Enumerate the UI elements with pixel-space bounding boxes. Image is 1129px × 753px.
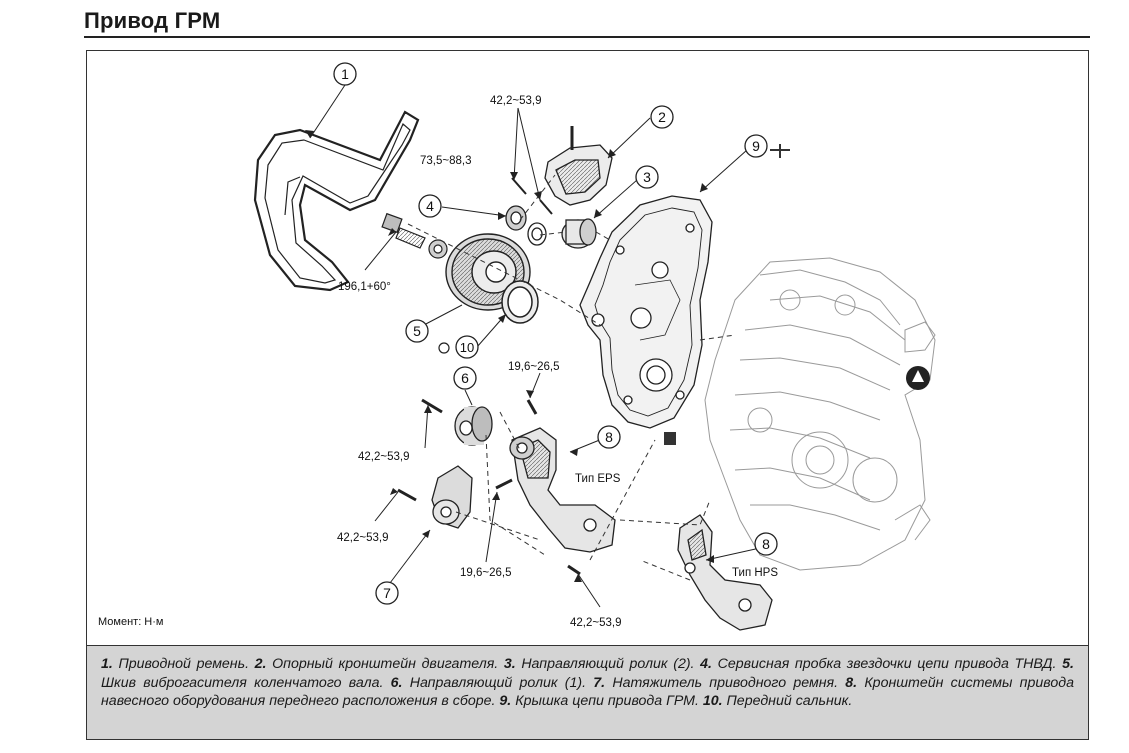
small-o-ring (438, 342, 450, 354)
torque-73: 73,5~88,3 (420, 155, 471, 167)
timing-chain-cover (579, 195, 713, 429)
legend-item-6: 6. Направляющий ролик (1). (390, 674, 587, 691)
torque-196: 196,1+60° (338, 281, 391, 293)
belt-tensioner (431, 465, 473, 529)
cover-connector (664, 432, 676, 445)
crank-washer (428, 239, 448, 259)
callout-6-label: 6 (461, 370, 469, 386)
engine-marker (906, 366, 930, 390)
callout-10 (455, 335, 479, 359)
callout-4 (418, 194, 442, 218)
callout-10-label: 10 (460, 340, 474, 355)
legend-caption: 1. Приводной ремень. 2. Опорный кронштей… (86, 646, 1089, 740)
callout-5-label: 5 (413, 323, 421, 339)
tensioner-bolt (397, 488, 417, 502)
legend-item-7: 7. Натяжитель приводного ремня. (593, 674, 839, 691)
torque-19-top: 19,6~26,5 (508, 361, 559, 373)
idler-pulley-1 (454, 406, 493, 446)
callouts (333, 62, 778, 605)
moment-unit-note: Момент: Н·м (98, 616, 163, 628)
legend-item-2: 2. Опорный кронштейн двигателя. (254, 656, 499, 672)
title-underline (84, 36, 1090, 38)
torque-mid: 42,2~53,9 (358, 451, 409, 463)
torque-labels: 42,2~53,9 73,5~88,3 196,1+60° 19,6~26,5 … (337, 95, 621, 629)
torque-low: 42,2~53,9 (337, 532, 388, 544)
callout-5 (405, 319, 429, 343)
hps-bracket (677, 514, 773, 631)
callout-1-label: 1 (341, 66, 349, 82)
legend-item-1: 1. Приводной ремень. (101, 656, 250, 672)
legend-item-3: 3. Направляющий ролик (2). (503, 656, 695, 672)
callout-3 (635, 165, 659, 189)
callout-3-label: 3 (643, 169, 651, 185)
idler-pulley-2 (561, 218, 597, 249)
bracket-bolts (511, 177, 553, 215)
hps-type-label: Тип HPS (732, 567, 778, 579)
callout-7 (375, 581, 399, 605)
torque-19-bottom: 19,6~26,5 (460, 567, 511, 579)
cover-pin (770, 144, 790, 158)
engine-bracket (544, 126, 613, 206)
leader-arrowheads (305, 130, 714, 582)
callout-8a (597, 425, 621, 449)
eps-bolt-left (495, 478, 513, 490)
legend-item-5: 5. Шкив виброгасителя коленчатого вала. (101, 656, 1074, 691)
eps-bolt-top (526, 399, 538, 415)
callout-1 (333, 62, 357, 86)
torque-top: 42,2~53,9 (490, 95, 541, 107)
callout-8b (754, 532, 778, 556)
callout-labels: 1 2 3 4 5 6 7 8 8 9 10 (341, 66, 770, 601)
callout-7-label: 7 (383, 585, 391, 601)
torque-bottom: 42,2~53,9 (570, 617, 621, 629)
callout-4-label: 4 (426, 198, 434, 214)
bottom-bolt (567, 564, 581, 576)
callout-2-label: 2 (658, 109, 666, 125)
drive-belt (253, 110, 420, 292)
legend-item-10: 10. Передний сальник. (702, 693, 853, 710)
callout-2 (650, 105, 674, 129)
front-oil-seal (501, 280, 539, 324)
callout-8b-label: 8 (762, 536, 770, 552)
legend-item-8: 8. Кронштейн системы привода навесного о… (101, 674, 1074, 710)
callout-9-label: 9 (752, 138, 760, 154)
page-title: Привод ГРМ (84, 8, 221, 33)
legend-item-9: 9. Крышка цепи привода ГРМ. (499, 693, 699, 710)
assembly-lines (407, 174, 736, 581)
eps-bracket (509, 427, 616, 553)
engine-block (704, 257, 936, 571)
callout-8a-label: 8 (605, 429, 613, 445)
idler-bolt (421, 398, 443, 414)
crankshaft-bolt (381, 212, 426, 249)
service-plug (505, 205, 547, 246)
callout-6 (453, 366, 477, 390)
legend-item-4: 4. Сервисная пробка звездочки цепи приво… (700, 656, 1057, 672)
callout-9 (744, 134, 768, 158)
eps-type-label: Тип EPS (575, 473, 621, 485)
leader-lines (309, 84, 761, 608)
